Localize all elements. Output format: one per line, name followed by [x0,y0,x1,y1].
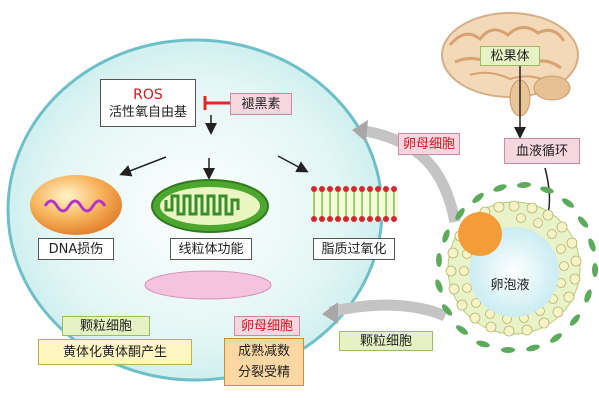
ros-title: ROS [133,86,163,103]
ros-subtitle: 活性氧自由基 [108,104,187,120]
luteinization-label: 黄体化黄体酮产生 [38,339,192,365]
dna-strand [43,199,107,213]
gray-arrow-top [359,124,461,224]
gray-arrow-top-head [352,120,368,142]
arrow-to-lipid [277,155,309,173]
follicle-oocyte [458,212,502,256]
oocyte-top-label: 卵母细胞 [398,133,460,155]
ros-box: ROS 活性氧自由基 [100,79,196,127]
oocyte-bottom-label: 卵母细胞 [234,316,300,336]
mito-inner [160,187,260,225]
lipid-oxidation-label: 脂质过氧化 [313,238,395,260]
dna-damage-label: DNA损伤 [38,238,114,260]
mito-cristae [164,194,240,216]
maturation-box: 成熟减数 分裂受精 [224,338,304,386]
gray-arrow-bottom-head [322,302,338,324]
melatonin-label: 褪黑素 [230,93,292,115]
blood-circulation-label: 血液循环 [504,138,580,164]
nucleus [30,175,122,235]
follicle [435,181,598,353]
maturation-line-1: 成熟减数 [237,344,290,359]
gray-arrow-bottom [328,299,448,322]
lipid-bilayer [311,186,398,222]
maturation-line-2: 分裂受精 [237,365,290,380]
granulosa-right-label: 颗粒细胞 [339,331,433,351]
arrow-to-dna [119,156,167,177]
pineal-label: 松果体 [480,46,540,66]
mito-function-label: 线粒体功能 [170,238,252,260]
follicular-fluid-label: 卵泡液 [490,277,530,293]
granulosa-left-label: 颗粒细胞 [62,316,150,336]
pink-organelle [144,270,272,300]
